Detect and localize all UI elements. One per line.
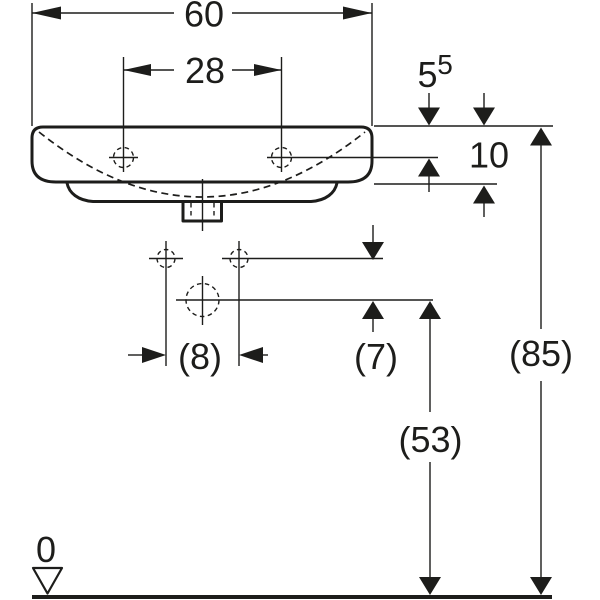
floor-datum: 0 — [31, 529, 552, 599]
dimension-tap-drop: 5 5 — [417, 49, 453, 192]
arrowhead-down-icon — [473, 107, 495, 126]
fixing-holes — [149, 241, 383, 366]
arrowhead-up-icon — [473, 185, 495, 204]
dimension-label-fixing-to-drain: (7) — [354, 336, 398, 377]
arrowhead-left-icon — [32, 6, 61, 20]
dimension-tap-hole-spacing: 28 — [122, 50, 283, 172]
arrowhead-right-icon — [254, 64, 282, 76]
dimension-label-drain-height: (53) — [398, 419, 462, 460]
dimension-label-front-rim-height: 10 — [469, 135, 509, 176]
dimension-label-rim-height: (85) — [509, 333, 573, 374]
arrowhead-up-icon — [362, 301, 384, 319]
arrowhead-down-icon — [362, 242, 384, 260]
dimension-fixing-to-drain: (7) — [354, 225, 398, 377]
dimension-front-rim-height: 10 — [469, 93, 509, 217]
dimension-fixing-hole-spacing: (8) — [128, 336, 268, 377]
arrowhead-right-icon — [343, 6, 372, 20]
arrowhead-up-icon — [418, 158, 440, 177]
washbasin-outline — [30, 125, 438, 231]
arrowhead-left-icon — [239, 347, 263, 363]
drain-outlet — [176, 276, 433, 325]
right-extension-lines — [374, 125, 553, 185]
dimension-label-fixing-hole-spacing: (8) — [178, 336, 222, 377]
arrowhead-left-icon — [123, 64, 151, 76]
basin-bowl-hidden-curve — [38, 131, 366, 198]
arrowhead-up-icon — [419, 301, 441, 319]
arrowhead-down-icon — [419, 577, 441, 595]
dimension-total-width: 60 — [31, 0, 373, 126]
dimension-drain-height: (53) — [398, 301, 463, 595]
dimension-label-tap-drop: 5 — [417, 54, 437, 95]
arrowhead-down-icon — [530, 577, 552, 595]
dimension-rim-height: (85) — [509, 127, 573, 595]
arrowhead-down-icon — [418, 107, 440, 126]
datum-triangle-icon — [31, 566, 64, 595]
arrowhead-right-icon — [142, 347, 166, 363]
basin-body-outline — [30, 125, 374, 184]
dimension-label-total-width: 60 — [184, 0, 224, 35]
dimension-label-tap-drop-superscript: 5 — [437, 49, 453, 80]
floor-datum-label: 0 — [36, 529, 56, 570]
dimension-label-tap-hole-spacing: 28 — [185, 50, 225, 91]
arrowhead-up-icon — [530, 127, 552, 146]
